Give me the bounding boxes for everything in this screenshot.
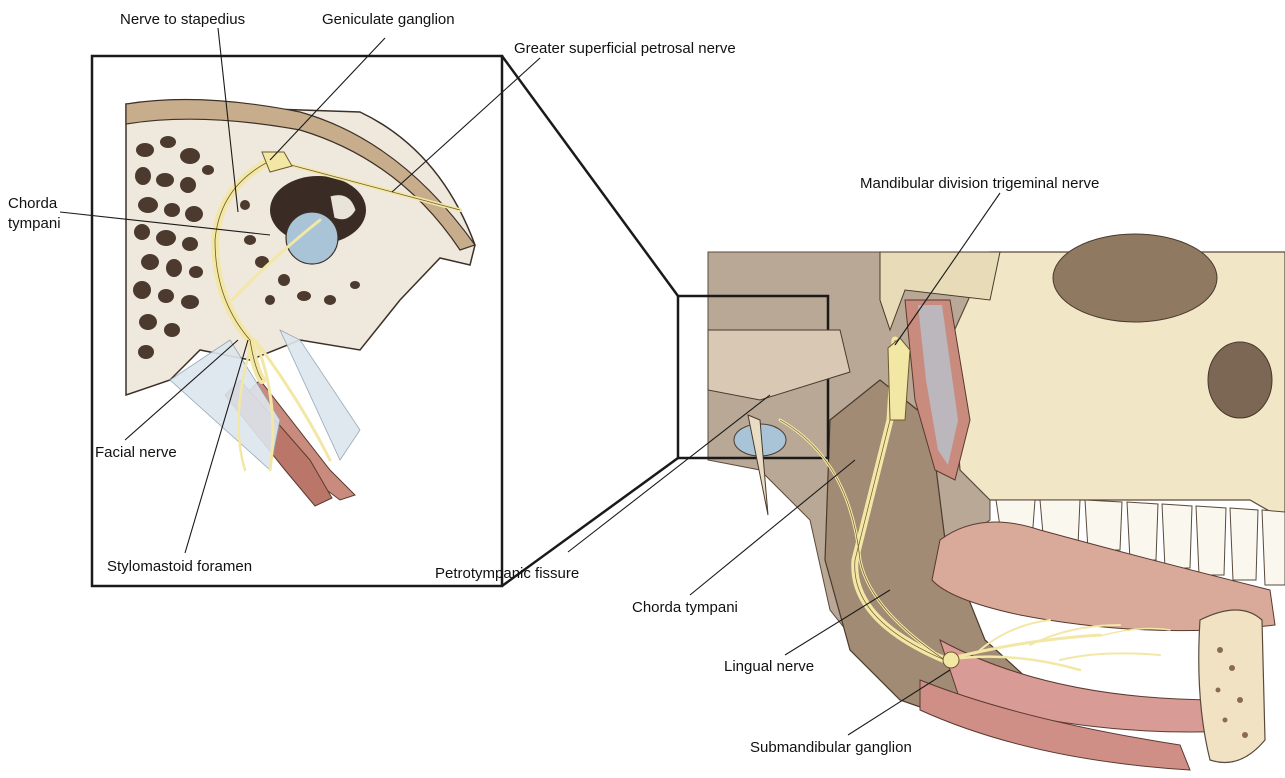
- label-geniculate-ganglion: Geniculate ganglion: [322, 11, 455, 28]
- label-stylomastoid-foramen: Stylomastoid foramen: [107, 558, 252, 575]
- inset-panel: [92, 56, 502, 586]
- label-facial-nerve: Facial nerve: [95, 444, 177, 461]
- tympanic-membrane: [286, 212, 338, 264]
- zoom-line-top: [502, 56, 678, 296]
- mandible-section: [1199, 610, 1265, 763]
- label-mandibular-division-trigeminal-nerve: Mandibular division trigeminal nerve: [860, 175, 1099, 192]
- label-chorda-tympani: Chorda tympani: [632, 599, 738, 616]
- label-submandibular-ganglion: Submandibular ganglion: [750, 739, 912, 756]
- label-nerve-to-stapedius: Nerve to stapedius: [120, 11, 245, 28]
- submandibular-ganglion-shape: [943, 652, 959, 668]
- label-chorda-tympani-inset-line1: Chorda: [8, 195, 58, 212]
- leader-petrotympanic: [568, 395, 770, 552]
- skull-illustration: [678, 234, 1285, 770]
- nasal-cavity: [1208, 342, 1272, 418]
- label-lingual-nerve: Lingual nerve: [724, 658, 814, 675]
- orbit: [1053, 234, 1217, 322]
- label-chorda-tympani-inset-line2: tympani: [8, 215, 61, 232]
- label-petrotympanic-fissure: Petrotympanic fissure: [435, 565, 579, 582]
- label-greater-superficial-petrosal-nerve: Greater superficial petrosal nerve: [514, 40, 736, 57]
